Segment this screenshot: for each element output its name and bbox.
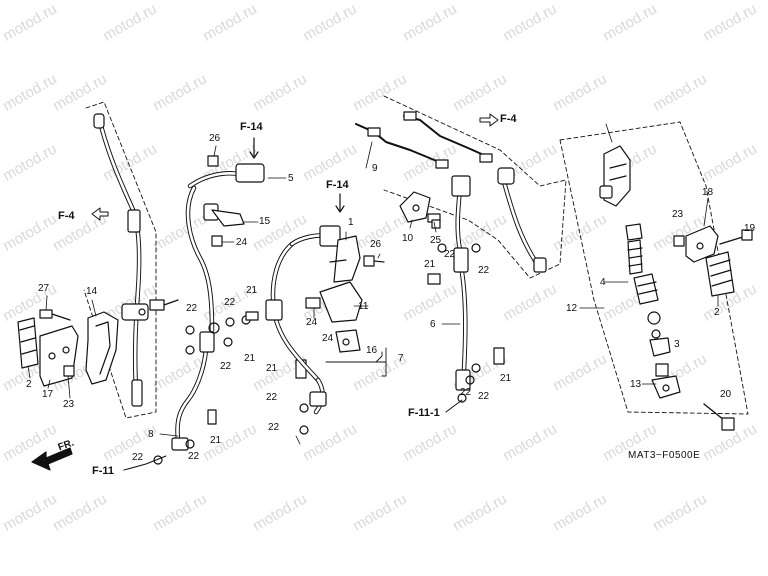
three-way-joint-part-14 xyxy=(85,303,149,385)
callout-4: 4 xyxy=(600,277,606,288)
callout-22-k: 22 xyxy=(478,391,490,402)
pushrod-part-13 xyxy=(651,363,681,399)
callout-26-mid: 26 xyxy=(370,239,382,250)
callout-18: 18 xyxy=(702,187,714,198)
bracket-part-18 xyxy=(685,225,719,263)
reference-f11-1: F-11-1 xyxy=(408,407,440,419)
left-upper-hose xyxy=(93,113,143,407)
diagram-code: MAT3−F0500E xyxy=(628,450,701,461)
leader-lines xyxy=(27,123,719,445)
arrow-f14-mid-icon xyxy=(335,193,345,213)
callout-12: 12 xyxy=(566,303,578,314)
callout-22-h: 22 xyxy=(444,249,456,260)
callout-14: 14 xyxy=(86,286,98,297)
callout-22-a: 22 xyxy=(186,303,198,314)
arrow-f14-top-icon xyxy=(249,137,259,159)
bolt-left-mid xyxy=(149,299,179,311)
arrow-f11-1-icon xyxy=(445,399,463,413)
clip-part-24-mid xyxy=(305,297,321,309)
nut-part-23-left xyxy=(63,365,75,377)
callout-8: 8 xyxy=(148,429,154,440)
callout-3: 3 xyxy=(674,339,680,350)
arrow-f4-right-icon xyxy=(479,113,499,127)
bolts-left-center xyxy=(207,155,307,425)
arrow-f11-icon xyxy=(123,455,167,471)
reference-f4-left: F-4 xyxy=(58,210,75,222)
callout-24-mid2: 24 xyxy=(322,333,334,344)
master-cylinder-frame xyxy=(559,121,749,415)
hose-part-6 xyxy=(451,175,471,403)
callout-24-top: 24 xyxy=(236,237,248,248)
callout-7: 7 xyxy=(398,353,404,364)
bolt-part-19 xyxy=(719,229,753,245)
reference-f4-right: F-4 xyxy=(500,113,517,125)
callout-21-c: 21 xyxy=(210,435,222,446)
callout-23-right: 23 xyxy=(672,209,684,220)
callout-16: 16 xyxy=(366,345,378,356)
callout-22-g: 22 xyxy=(268,422,280,433)
callout-19: 19 xyxy=(744,223,756,234)
callout-2-right: 2 xyxy=(714,307,720,318)
callout-22-j: 22 xyxy=(460,387,472,398)
callout-22-b: 22 xyxy=(224,297,236,308)
nut-part-23-right xyxy=(673,235,685,247)
callout-22-f: 22 xyxy=(266,392,278,403)
callout-6: 6 xyxy=(430,319,436,330)
bolt-part-27 xyxy=(39,309,71,321)
piston-assembly-part-4 xyxy=(625,223,661,339)
reference-f11: F-11 xyxy=(92,465,115,477)
pad-part-2-left xyxy=(17,317,39,369)
callout-22-d: 22 xyxy=(132,452,144,463)
master-cylinder-body xyxy=(599,145,631,207)
front-arrow-icon xyxy=(31,447,73,471)
callout-10: 10 xyxy=(402,233,414,244)
boot-part-3 xyxy=(649,337,671,357)
center-right-frame xyxy=(383,95,567,279)
hose-part-7-area xyxy=(265,225,341,415)
bolt-part-20 xyxy=(703,403,735,431)
callout-17: 17 xyxy=(42,389,54,400)
callout-1: 1 xyxy=(348,217,354,228)
callout-13: 13 xyxy=(630,379,642,390)
bracket-part-10 xyxy=(399,191,431,223)
left-group-frame xyxy=(83,101,157,419)
pad-part-2-right xyxy=(705,251,735,297)
callout-22-i: 22 xyxy=(478,265,490,276)
callout-21-a: 21 xyxy=(246,285,258,296)
callout-11: 11 xyxy=(358,301,369,312)
right-hose xyxy=(497,167,547,273)
bracket-leaders-7 xyxy=(325,347,387,377)
arrow-f4-left-icon xyxy=(91,207,109,221)
callout-21-d: 21 xyxy=(266,363,278,374)
callout-22-c: 22 xyxy=(220,361,232,372)
washers-right-center xyxy=(427,219,505,385)
hose-part-8-area xyxy=(171,163,265,451)
callout-23-left: 23 xyxy=(63,399,75,410)
callout-5: 5 xyxy=(288,173,294,184)
callout-2-left: 2 xyxy=(26,379,32,390)
bracket-part-11 xyxy=(319,281,363,353)
callout-24-mid: 24 xyxy=(306,317,318,328)
reference-f14-top: F-14 xyxy=(240,121,263,133)
callout-20: 20 xyxy=(720,389,732,400)
callout-21-b: 21 xyxy=(244,353,256,364)
callout-25: 25 xyxy=(430,235,442,246)
callout-9: 9 xyxy=(372,163,378,174)
callout-15: 15 xyxy=(259,216,271,227)
callout-22-e: 22 xyxy=(188,451,200,462)
callout-21-e: 21 xyxy=(424,259,436,270)
callout-26: 26 xyxy=(209,133,221,144)
bracket-part-17 xyxy=(39,325,79,387)
reference-f14-mid: F-14 xyxy=(326,179,349,191)
bracket-part-1 xyxy=(329,235,361,283)
brake-pipe-part-9 xyxy=(355,111,493,169)
callout-21-f: 21 xyxy=(500,373,512,384)
bolt-part-26-mid xyxy=(363,255,385,267)
callout-27: 27 xyxy=(38,283,50,294)
